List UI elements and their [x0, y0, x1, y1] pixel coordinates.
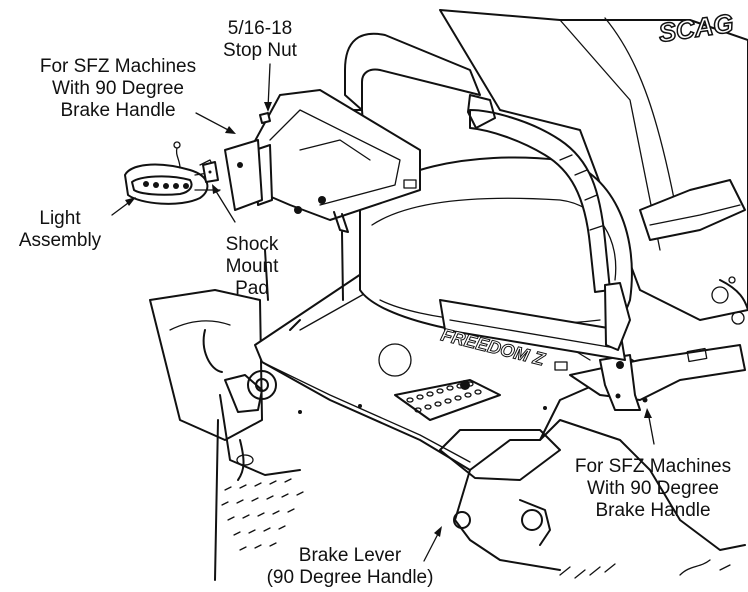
callout-line: (90 Degree Handle) [266, 567, 434, 588]
callout-line: Brake Handle [60, 100, 176, 121]
callout-shock-mount-pad: Shock Mount Pad [210, 234, 294, 300]
callout-line: Stop Nut [223, 40, 297, 61]
callout-line: Light [39, 208, 81, 229]
callout-line: Pad [235, 278, 269, 299]
callout-line: For SFZ Machines [39, 56, 197, 77]
shock-mount-pad [202, 161, 219, 183]
right-brake-bracket [554, 344, 746, 411]
mower-frame [149, 289, 301, 581]
callout-sfz-top: For SFZ Machines With 90 Degree Brake Ha… [18, 56, 218, 122]
pedal-holes [406, 381, 482, 413]
callout-line: With 90 Degree [51, 78, 184, 99]
leader-lines [111, 63, 655, 562]
callout-line: 5/16-18 [227, 18, 293, 39]
callout-stop-nut: 5/16-18 Stop Nut [210, 18, 310, 62]
callout-line: With 90 Degree [586, 478, 719, 499]
callout-light-assembly: Light Assembly [4, 208, 116, 252]
callout-line: Shock [225, 234, 279, 255]
callout-sfz-right: For SFZ Machines With 90 Degree Brake Ha… [560, 456, 746, 522]
callout-line: Brake Lever [298, 545, 402, 566]
stop-nut [259, 112, 271, 124]
callout-line: Brake Handle [595, 500, 711, 521]
callout-line: For SFZ Machines [574, 456, 732, 477]
callout-line: Mount [225, 256, 279, 277]
light-assembly [124, 141, 221, 205]
right-frame [439, 419, 746, 579]
callout-brake-lever: Brake Lever (90 Degree Handle) [250, 545, 450, 589]
callout-line: Assembly [18, 230, 102, 251]
left-brake-bracket [224, 89, 421, 301]
seat [359, 9, 748, 361]
floor-grate [221, 478, 304, 551]
